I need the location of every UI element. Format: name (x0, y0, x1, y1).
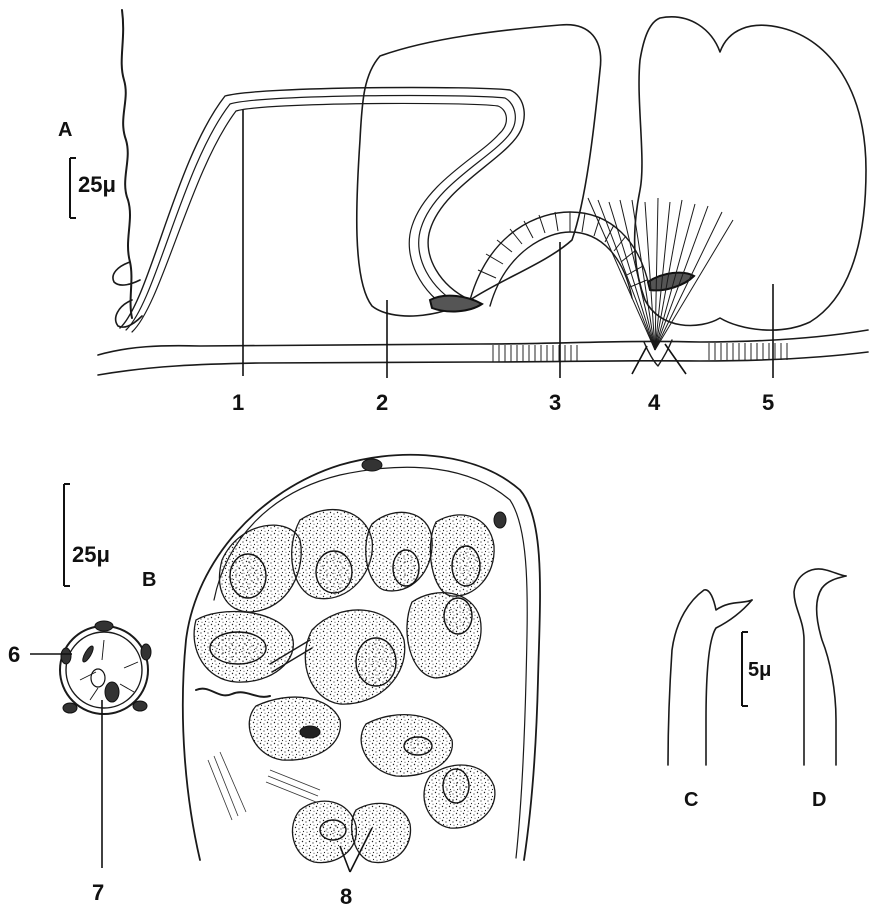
striated-band-left (492, 345, 582, 362)
hook-c-outer (668, 590, 752, 765)
callout-8: 8 (340, 884, 352, 909)
duct-1-outer (120, 88, 524, 328)
panel-c: C (668, 590, 752, 811)
panel-b-label: B (142, 569, 156, 591)
panel-b: 25μ B (8, 455, 540, 909)
callout-4: 4 (648, 390, 661, 415)
dome-apical-nucleus (362, 459, 382, 471)
dark-nucleus (300, 726, 320, 738)
wall-hook (113, 262, 140, 285)
cell (249, 697, 340, 760)
cell (352, 803, 411, 862)
striated-band-right (705, 343, 791, 360)
callout-2: 2 (376, 390, 388, 415)
callout-6: 6 (8, 642, 20, 667)
membrane-fold (196, 689, 270, 697)
panel-d: D (794, 569, 846, 811)
hook-d-outer (794, 569, 846, 765)
callout-3: 3 (549, 390, 561, 415)
dome-side-nucleus (494, 512, 506, 528)
duct-1-middle (126, 96, 515, 330)
scale-bar-b-label: 25μ (72, 542, 110, 567)
panel-a-label: A (58, 119, 72, 141)
cross-section-lumen (91, 669, 105, 687)
duct-3-inner (490, 232, 632, 306)
cross-section-outer (60, 626, 148, 714)
callout-7: 7 (92, 880, 104, 905)
hook-c-inner (706, 600, 752, 765)
panel-a: A 25μ 1 2 3 4 5 (58, 10, 868, 415)
gland-2 (357, 25, 601, 316)
callout-5: 5 (762, 390, 774, 415)
panel-d-label: D (812, 789, 826, 811)
scale-bar-cd-label: 5μ (748, 659, 771, 681)
setae-fan-4 (588, 198, 733, 350)
hook-d-inner (817, 576, 846, 765)
scale-bar-a-label: 25μ (78, 172, 116, 197)
callout-1: 1 (232, 390, 244, 415)
duct-junction-right (648, 273, 694, 291)
scale-bar-cd-group: 5μ (742, 632, 771, 706)
panel-c-label: C (684, 789, 698, 811)
body-wall-edge (122, 10, 132, 318)
